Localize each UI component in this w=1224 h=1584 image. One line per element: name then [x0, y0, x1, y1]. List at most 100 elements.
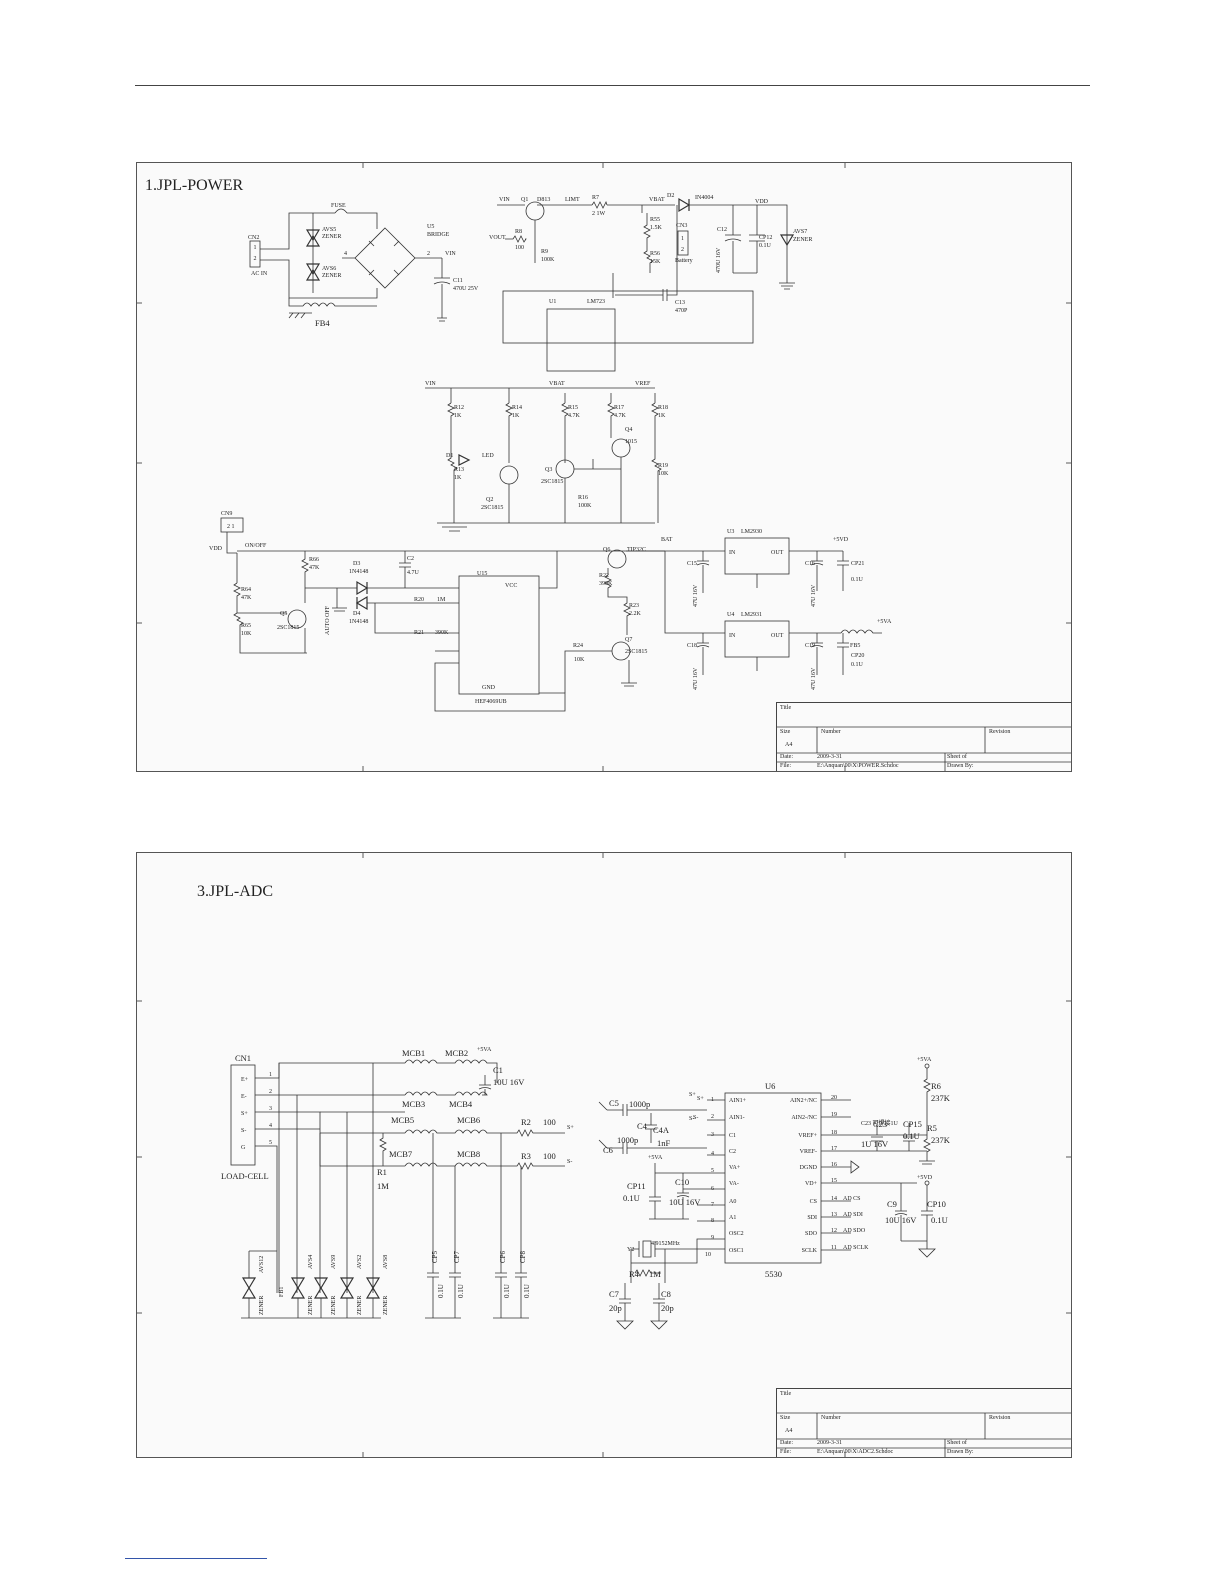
mcb5-mcb6-r2	[404, 1129, 565, 1137]
svg-text:ZENER: ZENER	[331, 1296, 337, 1315]
q5-transistor	[287, 609, 307, 629]
svg-text:BRIDGE: BRIDGE	[427, 232, 450, 238]
svg-text:S-: S-	[689, 1116, 694, 1122]
svg-text:R55: R55	[650, 217, 660, 223]
revision-label: Revision	[989, 1415, 1011, 1421]
u6-pin-label-left: AIN1+	[729, 1098, 747, 1104]
title-block-grid	[777, 1412, 1071, 1457]
svg-text:470P: 470P	[675, 308, 688, 314]
cn9-connector	[220, 517, 244, 533]
u6-pin-label-left: VA-	[729, 1181, 739, 1187]
svg-text:U5: U5	[427, 224, 434, 230]
svg-text:0.1U: 0.1U	[623, 1193, 640, 1203]
svg-text:D4: D4	[353, 611, 360, 617]
svg-text:+5VA: +5VA	[877, 619, 892, 625]
u6-pin-label-right: SDI	[807, 1215, 817, 1221]
title-block: Title Size A4 Number Revision Date: 2009…	[776, 702, 1071, 771]
svg-text:CP5: CP5	[431, 1250, 439, 1263]
svg-text:AVS5: AVS5	[322, 227, 336, 233]
svg-text:100: 100	[543, 1151, 556, 1161]
svg-text:D3: D3	[353, 561, 360, 567]
u3-lm2930-chip	[724, 537, 790, 575]
svg-text:4: 4	[269, 1123, 272, 1129]
svg-text:R2: R2	[521, 1117, 531, 1127]
file-value: E:\Anquan\00\X\ADC2.Schdoc	[817, 1449, 894, 1455]
svg-text:E-: E-	[241, 1094, 247, 1100]
svg-text:4: 4	[344, 251, 347, 257]
svg-text:1N4148: 1N4148	[349, 569, 368, 575]
svg-text:AVS2: AVS2	[357, 1255, 363, 1269]
svg-text:0.1U: 0.1U	[457, 1284, 465, 1298]
u6-pin-number-right: 15	[831, 1178, 837, 1184]
svg-text:R9: R9	[541, 249, 548, 255]
svg-text:ZENER: ZENER	[357, 1296, 363, 1315]
sheet-border-ticks	[137, 163, 1071, 771]
svg-text:10K: 10K	[574, 657, 585, 663]
svg-text:10: 10	[705, 1252, 711, 1258]
svg-text:4.7K: 4.7K	[614, 413, 627, 419]
svg-text:IN: IN	[729, 550, 736, 556]
svg-text:3: 3	[711, 1132, 714, 1138]
svg-text:4.9152MHz: 4.9152MHz	[651, 1241, 680, 1247]
svg-text:47U 16V: 47U 16V	[811, 584, 817, 607]
svg-text:C7: C7	[609, 1289, 619, 1299]
svg-text:R8: R8	[515, 229, 522, 235]
svg-text:ZENER: ZENER	[308, 1296, 314, 1315]
d2-diode	[678, 197, 691, 213]
svg-text:2: 2	[427, 251, 430, 257]
svg-text:BAT: BAT	[661, 537, 673, 543]
u1-lm723-chip	[546, 308, 616, 372]
svg-text:1.5K: 1.5K	[650, 225, 663, 231]
svg-text:AVS7: AVS7	[793, 229, 807, 235]
svg-text:MCB2: MCB2	[445, 1048, 468, 1058]
svg-text:MCB4: MCB4	[449, 1099, 473, 1109]
date-value: 2009-3-31	[817, 754, 842, 760]
svg-text:LIMT: LIMT	[565, 197, 580, 203]
svg-text:ZENER: ZENER	[322, 234, 341, 240]
cn1-connector	[230, 1064, 256, 1166]
u6-pin-label-right: SCLK	[802, 1248, 818, 1254]
svg-text:R16: R16	[578, 495, 588, 501]
mcb3-mcb4	[404, 1091, 488, 1096]
svg-text:C4A: C4A	[653, 1125, 670, 1135]
svg-text:0.1U: 0.1U	[931, 1215, 948, 1225]
file-value: E:\Anquan\00\X\POWER.Schdoc	[817, 763, 899, 769]
u6-pin-number-right: 11	[831, 1245, 837, 1251]
q1-transistor	[525, 201, 545, 221]
svg-text:S-: S-	[241, 1128, 246, 1134]
size-value: A4	[785, 1428, 793, 1434]
svg-text:Q5: Q5	[280, 611, 287, 617]
u6-pin-number-right: 13	[831, 1212, 837, 1218]
date-label: Date:	[780, 754, 793, 760]
svg-text:0.1U: 0.1U	[523, 1284, 531, 1298]
svg-text:R18: R18	[658, 405, 668, 411]
svg-text:LM723: LM723	[587, 299, 605, 305]
svg-text:C13: C13	[675, 300, 685, 306]
svg-text:S+: S+	[697, 1096, 704, 1102]
ad-net-label: AD CS	[843, 1196, 861, 1202]
load-cell-connector: CN1 LOAD-CELL E+ E- S+ S- G 123 45	[221, 1053, 405, 1293]
svg-text:+5VA: +5VA	[477, 1047, 492, 1053]
svg-text:CP15: CP15	[903, 1119, 922, 1129]
svg-text:MCB5: MCB5	[391, 1115, 414, 1125]
svg-text:FB5: FB5	[850, 643, 860, 649]
zener-avs6-symbol	[305, 263, 321, 276]
number-label: Number	[821, 1415, 841, 1421]
u6-pin-label-right: DGND	[800, 1165, 818, 1171]
svg-text:LED: LED	[482, 453, 494, 459]
u6-pin-label-left: C2	[729, 1149, 736, 1155]
svg-text:Q7: Q7	[625, 637, 632, 643]
svg-text:AC IN: AC IN	[251, 271, 268, 277]
svg-text:AVS6: AVS6	[322, 266, 336, 272]
svg-text:1: 1	[269, 1072, 272, 1078]
svg-text:FB4: FB4	[315, 318, 330, 328]
svg-text:0.1U: 0.1U	[437, 1284, 445, 1298]
u6-pin-label-right: VD+	[805, 1181, 818, 1187]
svg-text:R22: R22	[599, 573, 609, 579]
sheet-title: 3.JPL-ADC	[197, 883, 274, 900]
svg-text:10U 16V: 10U 16V	[669, 1197, 701, 1207]
